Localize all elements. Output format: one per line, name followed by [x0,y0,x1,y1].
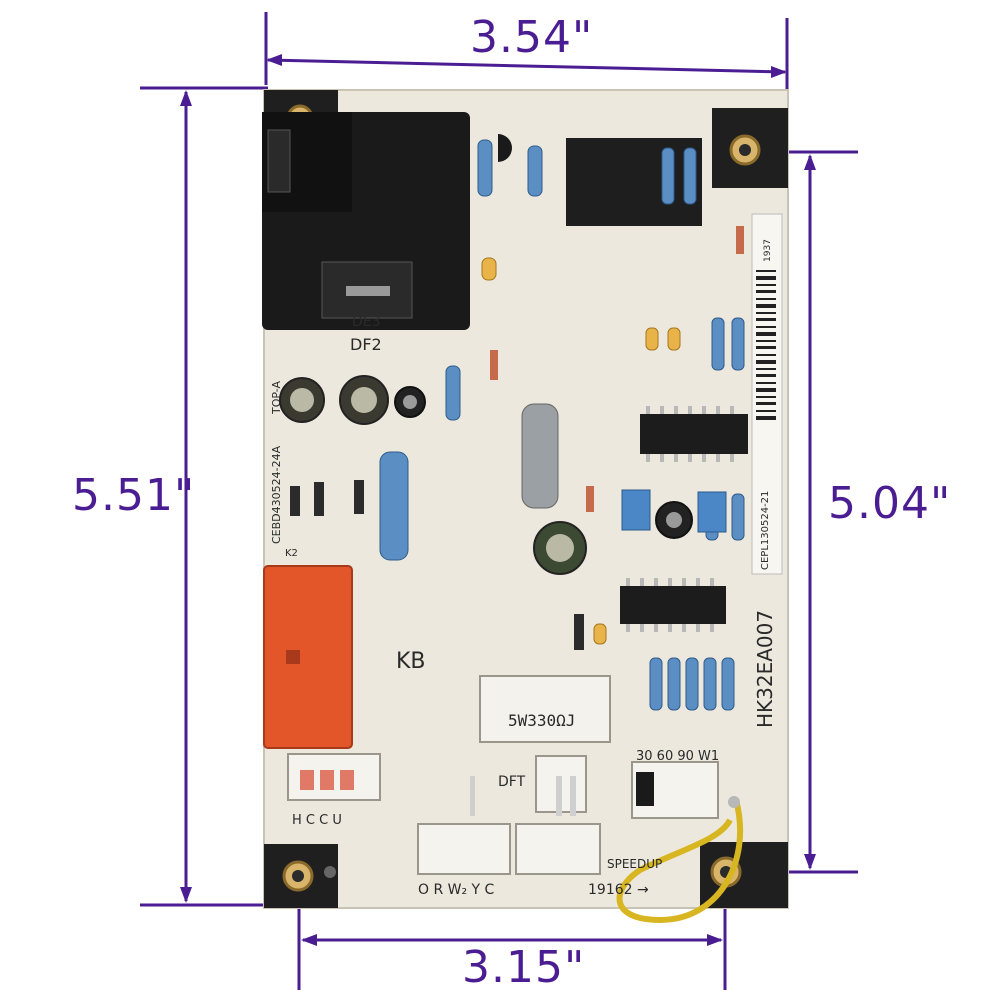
barcode-label [751,213,783,575]
part-number: HK32EA007 [753,610,777,728]
dimension-arrowheads [180,54,816,946]
film-capacitor-2 [697,491,727,533]
film-capacitor [621,489,651,531]
ic-chips [620,406,748,632]
r20-marking: 5W330ΩJ [508,711,575,730]
jumper-options: 30 60 90 W1 [636,749,719,764]
speedup-label: SPEEDUP [607,857,662,871]
terminals-p1: O R W₂ Y C [418,882,495,898]
relay-k2-label: K2 [285,548,298,559]
ic-chip-top [566,138,702,226]
kb-mark: KB [396,649,426,674]
lot-code: 19162 → [588,882,649,898]
main-relay [262,112,470,330]
model-code: CEBD430524-24A [270,445,283,544]
top-a-label: TOP-A [270,381,283,415]
resistor-r9 [521,403,559,509]
pins [470,776,576,816]
dimension-left-height: 5.51" [72,470,196,521]
relay-label-top: DE3 [352,314,381,330]
relay-label: DF2 [350,335,382,354]
yellow-wire [616,799,743,924]
dimension-right-height: 5.04" [828,478,952,529]
resistor-r20 [479,675,611,743]
transistor [498,134,512,162]
electrolytic-capacitors [279,375,693,575]
dft-label: DFT [498,774,526,790]
ceramic-capacitors [481,257,681,645]
date-code: 1937 [763,239,773,262]
wire-terminal [728,796,740,808]
resistors [379,139,745,711]
model-code-right: CEPL130524-21 [760,491,771,570]
jumper-block [636,772,654,806]
dimension-bottom-width: 3.15" [462,942,586,993]
diodes [290,226,744,650]
connector-p2-pins [300,770,354,790]
relay-k2 [263,565,353,749]
dimension-top-width: 3.54" [470,12,594,63]
terminals-p2: H C C U [292,813,342,828]
